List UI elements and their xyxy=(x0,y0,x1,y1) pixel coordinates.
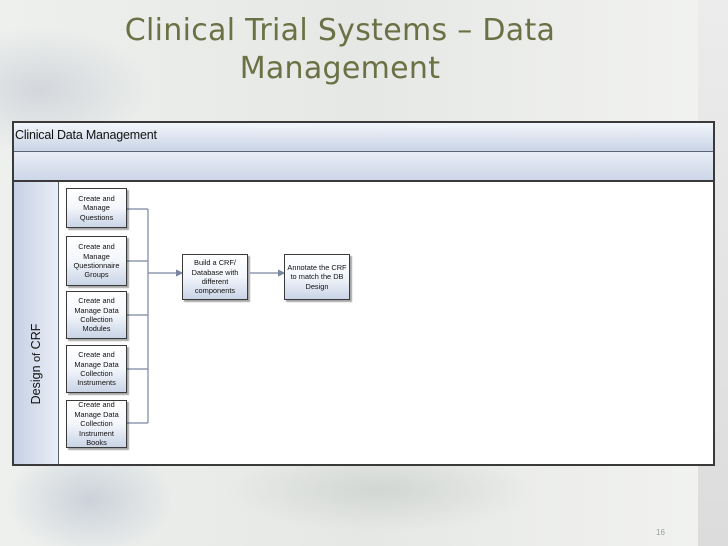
create-manage-dc-instruments-box: Create and Manage Data Collection Instru… xyxy=(66,345,127,393)
diagram-subheader xyxy=(14,152,713,182)
diagram-header-title: Clinical Data Management xyxy=(15,128,157,142)
box-label: Create and Manage Data Collection Instru… xyxy=(74,400,119,448)
box-label: Annotate the CRF to match the DB Design xyxy=(287,262,347,291)
create-manage-dc-instrument-books-box: Create and Manage Data Collection Instru… xyxy=(66,400,127,448)
connector-lines xyxy=(127,208,286,424)
box-label: Create and Manage Data Collection Instru… xyxy=(74,350,119,388)
slide-title-line-1: Clinical Trial Systems – Data xyxy=(124,13,556,48)
swimlane-body xyxy=(59,182,713,464)
slide-title: Clinical Trial Systems – Data Management xyxy=(90,12,590,88)
box-label: Build a CRF/ Database with different com… xyxy=(191,258,239,296)
build-crf-database-box: Build a CRF/ Database with different com… xyxy=(182,254,248,300)
box-label: Create and Manage Questions xyxy=(78,193,115,222)
annotate-crf-box: Annotate the CRF to match the DB Design xyxy=(284,254,350,300)
create-manage-dc-modules-box: Create and Manage Data Collection Module… xyxy=(66,291,127,339)
swimlane-label: Design of CRF xyxy=(14,182,59,464)
slide-title-line-2: Management xyxy=(239,51,441,86)
swimlane-diagram: Clinical Data Management Design of CRF C… xyxy=(12,121,715,466)
create-manage-questionnaire-groups-box: Create and Manage Questionnaire Groups xyxy=(66,236,127,286)
page-number: 16 xyxy=(656,528,665,537)
box-label: Create and Manage Data Collection Module… xyxy=(74,296,119,334)
create-manage-questions-box: Create and Manage Questions xyxy=(66,188,127,228)
diagram-header: Clinical Data Management xyxy=(14,123,713,152)
box-label: Create and Manage Questionnaire Groups xyxy=(73,242,120,280)
